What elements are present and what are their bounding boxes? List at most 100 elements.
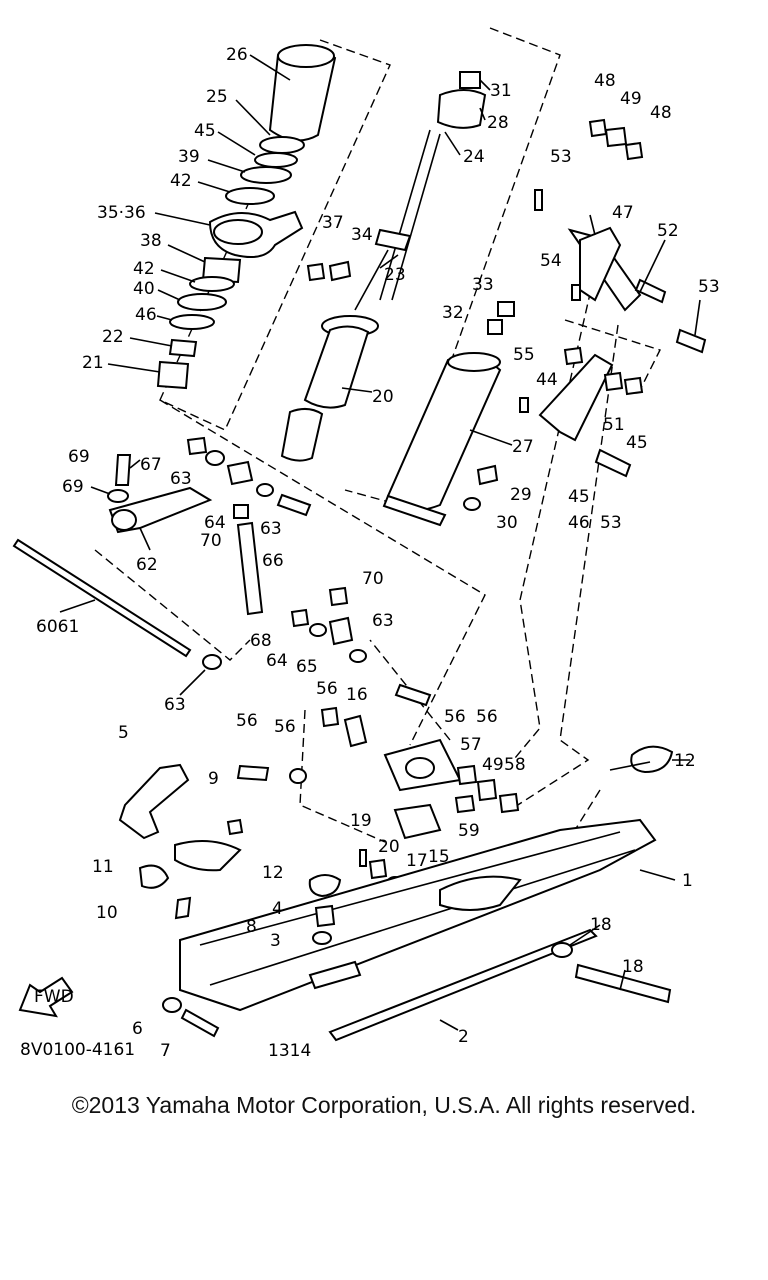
part-3-washer	[312, 931, 332, 945]
part-29-housing	[436, 89, 487, 129]
part-58-washer	[289, 768, 307, 784]
callout-64: 64	[204, 513, 226, 533]
callout-69b: 70	[362, 569, 384, 589]
callout-21: 20	[372, 387, 394, 407]
callout-leaders	[59, 54, 701, 1031]
part-44-collar	[563, 346, 584, 366]
callout-64b: 65	[296, 657, 318, 677]
part-33-nut	[487, 319, 503, 335]
dashed-leaders	[94, 27, 661, 843]
callout-58: 56	[274, 717, 296, 737]
part-66-nut-b	[290, 608, 310, 628]
callout-15: 15	[428, 847, 450, 867]
part-56-collar	[320, 706, 340, 728]
part-17-washer-b	[551, 942, 573, 958]
part-6-washer	[162, 997, 182, 1013]
callout-43: 45	[194, 121, 216, 141]
callout-59: 6061	[36, 617, 79, 637]
callout-47: 46	[568, 513, 590, 533]
part-39-bushing	[201, 256, 242, 284]
callout-32: 31	[490, 81, 512, 101]
part-69-nut	[233, 504, 249, 519]
callout-27: 26	[226, 45, 248, 65]
part-32-cap	[459, 71, 481, 89]
callout-23: 22	[102, 327, 124, 347]
callout-28: 27	[512, 437, 534, 457]
callout-44b: 45	[626, 433, 648, 453]
callout-53c: 55	[513, 345, 535, 365]
callout-38: 37	[322, 213, 344, 233]
part-21-lower	[280, 408, 324, 462]
part-9-nut	[226, 818, 244, 836]
part-22-collar	[156, 360, 190, 390]
callout-56: 56	[316, 679, 338, 699]
part-49-collar	[476, 778, 498, 802]
part-4-bushing	[314, 904, 336, 928]
callout-37: 34	[351, 225, 373, 245]
callout-51: 52	[657, 221, 679, 241]
callout-63d: 64	[266, 651, 288, 671]
part-63-washer-d	[349, 649, 367, 663]
part-48-collar	[588, 118, 608, 138]
part-50-collar	[603, 371, 624, 392]
callout-11: 11	[92, 857, 114, 877]
part-52-bolt	[675, 328, 707, 354]
callout-46: 45	[568, 487, 590, 507]
callout-57: 56	[236, 711, 258, 731]
callout-60-61: 62	[136, 555, 158, 575]
callout-48b: 48	[650, 103, 672, 123]
callout-6: 6	[132, 1019, 143, 1039]
callout-43b: 46	[135, 305, 157, 325]
part-57-bolt	[236, 764, 270, 782]
fwd-arrow-icon: FWD	[18, 976, 74, 1018]
callout-56c: 58	[504, 755, 526, 775]
part-7-screw	[180, 1008, 220, 1038]
callout-8: 8	[246, 917, 257, 937]
callout-13-14: 1314	[268, 1041, 311, 1061]
part-37-bolt	[328, 260, 352, 282]
callout-5: 5	[118, 723, 129, 743]
part-34-nut	[497, 301, 515, 317]
callout-39: 38	[140, 231, 162, 251]
callout-19: 19	[350, 811, 372, 831]
callout-65: 66	[262, 551, 284, 571]
callout-25: 24	[463, 147, 485, 167]
callout-22: 21	[82, 353, 104, 373]
part-70-bolt	[276, 493, 312, 517]
part-18-bolt	[574, 963, 672, 1004]
part-56-collar-d	[454, 794, 476, 814]
callout-1: 1	[682, 871, 693, 891]
part-12-cap-b	[308, 874, 342, 898]
part-38-nut	[306, 262, 326, 282]
callout-30: 29	[510, 485, 532, 505]
part-63-washer-c	[309, 623, 327, 637]
part-65-rod	[236, 521, 264, 616]
callout-18: 18	[622, 957, 644, 977]
part-68-washer	[107, 489, 129, 503]
callout-55: 56	[476, 707, 498, 727]
callout-42b: 42	[133, 259, 155, 279]
part-11-clip	[138, 864, 170, 889]
part-10-screw	[174, 896, 192, 920]
part-70-bolt-b	[394, 683, 432, 707]
part-2-runner	[328, 928, 598, 1042]
part-15-block	[393, 803, 442, 840]
callout-41: 40	[133, 279, 155, 299]
part-59-shaft	[12, 538, 192, 658]
part-43-washer	[254, 152, 298, 168]
part-69-nut-b	[328, 586, 349, 607]
part-56-collar-b	[456, 764, 478, 786]
part-40-washer	[240, 166, 292, 184]
callout-63: 63	[170, 469, 192, 489]
callout-31: 30	[496, 513, 518, 533]
callout-68: 69	[62, 477, 84, 497]
callout-49b: 49	[482, 755, 504, 775]
callout-66: 67	[140, 455, 162, 475]
upper-tube-assembly	[156, 44, 352, 390]
part-30-bolt	[476, 464, 499, 486]
part-23-collar	[168, 338, 198, 358]
part-20-bushing	[368, 858, 388, 880]
part-21-cylinder	[303, 325, 370, 409]
part-48-collar-b	[624, 141, 644, 161]
lower-bracket	[236, 683, 520, 890]
